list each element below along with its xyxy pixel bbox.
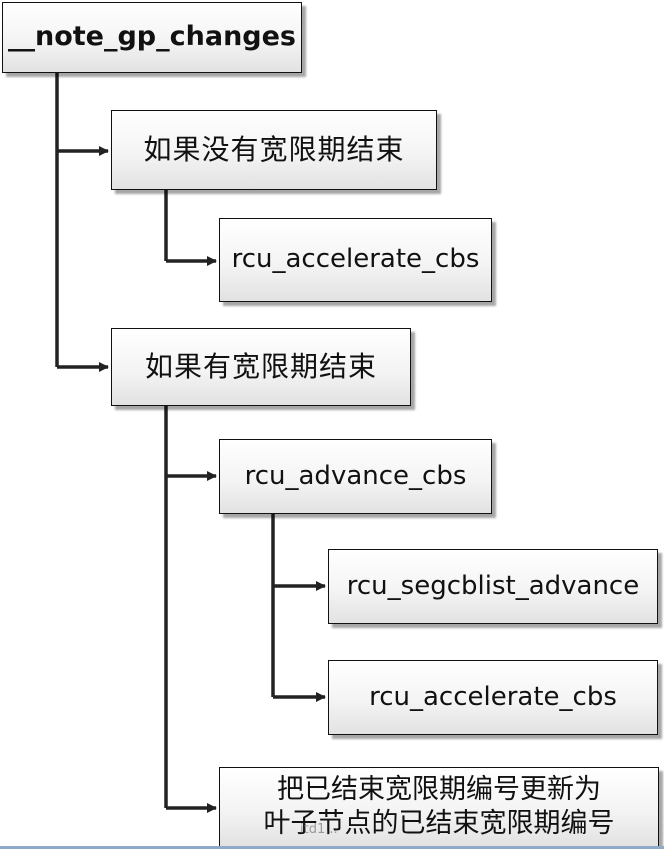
node-segcblist-advance: rcu_segcblist_advance [328,549,658,624]
node-accelerate-cbs-2-label: rcu_accelerate_cbs [369,681,617,712]
node-advance-cbs: rcu_advance_cbs [219,439,492,514]
node-gp-end: 如果有宽限期结束 [111,328,411,406]
node-no-gp-end: 如果没有宽限期结束 [111,110,437,190]
node-segcblist-advance-label: rcu_segcblist_advance [346,570,640,601]
node-advance-cbs-label: rcu_advance_cbs [244,460,467,491]
node-accelerate-cbs-1-label: rcu_accelerate_cbs [231,244,480,275]
node-update-gp-number: 把已结束宽限期编号更新为 叶子节点的已结束宽限期编号 [219,767,659,847]
bottom-divider [0,846,664,849]
node-update-gp-number-line2: 叶子节点的已结束宽限期编号 [263,808,615,839]
node-note-gp-changes-label: __note_gp_changes [7,21,297,53]
node-note-gp-changes: __note_gp_changes [2,2,302,73]
node-update-gp-number-line1: 把已结束宽限期编号更新为 [277,774,601,806]
node-no-gp-end-label: 如果没有宽限期结束 [143,133,405,167]
node-accelerate-cbs-2: rcu_accelerate_cbs [328,660,658,735]
watermark-text: itd1... [300,822,338,837]
node-gp-end-label: 如果有宽限期结束 [144,350,377,384]
node-accelerate-cbs-1: rcu_accelerate_cbs [219,218,492,302]
